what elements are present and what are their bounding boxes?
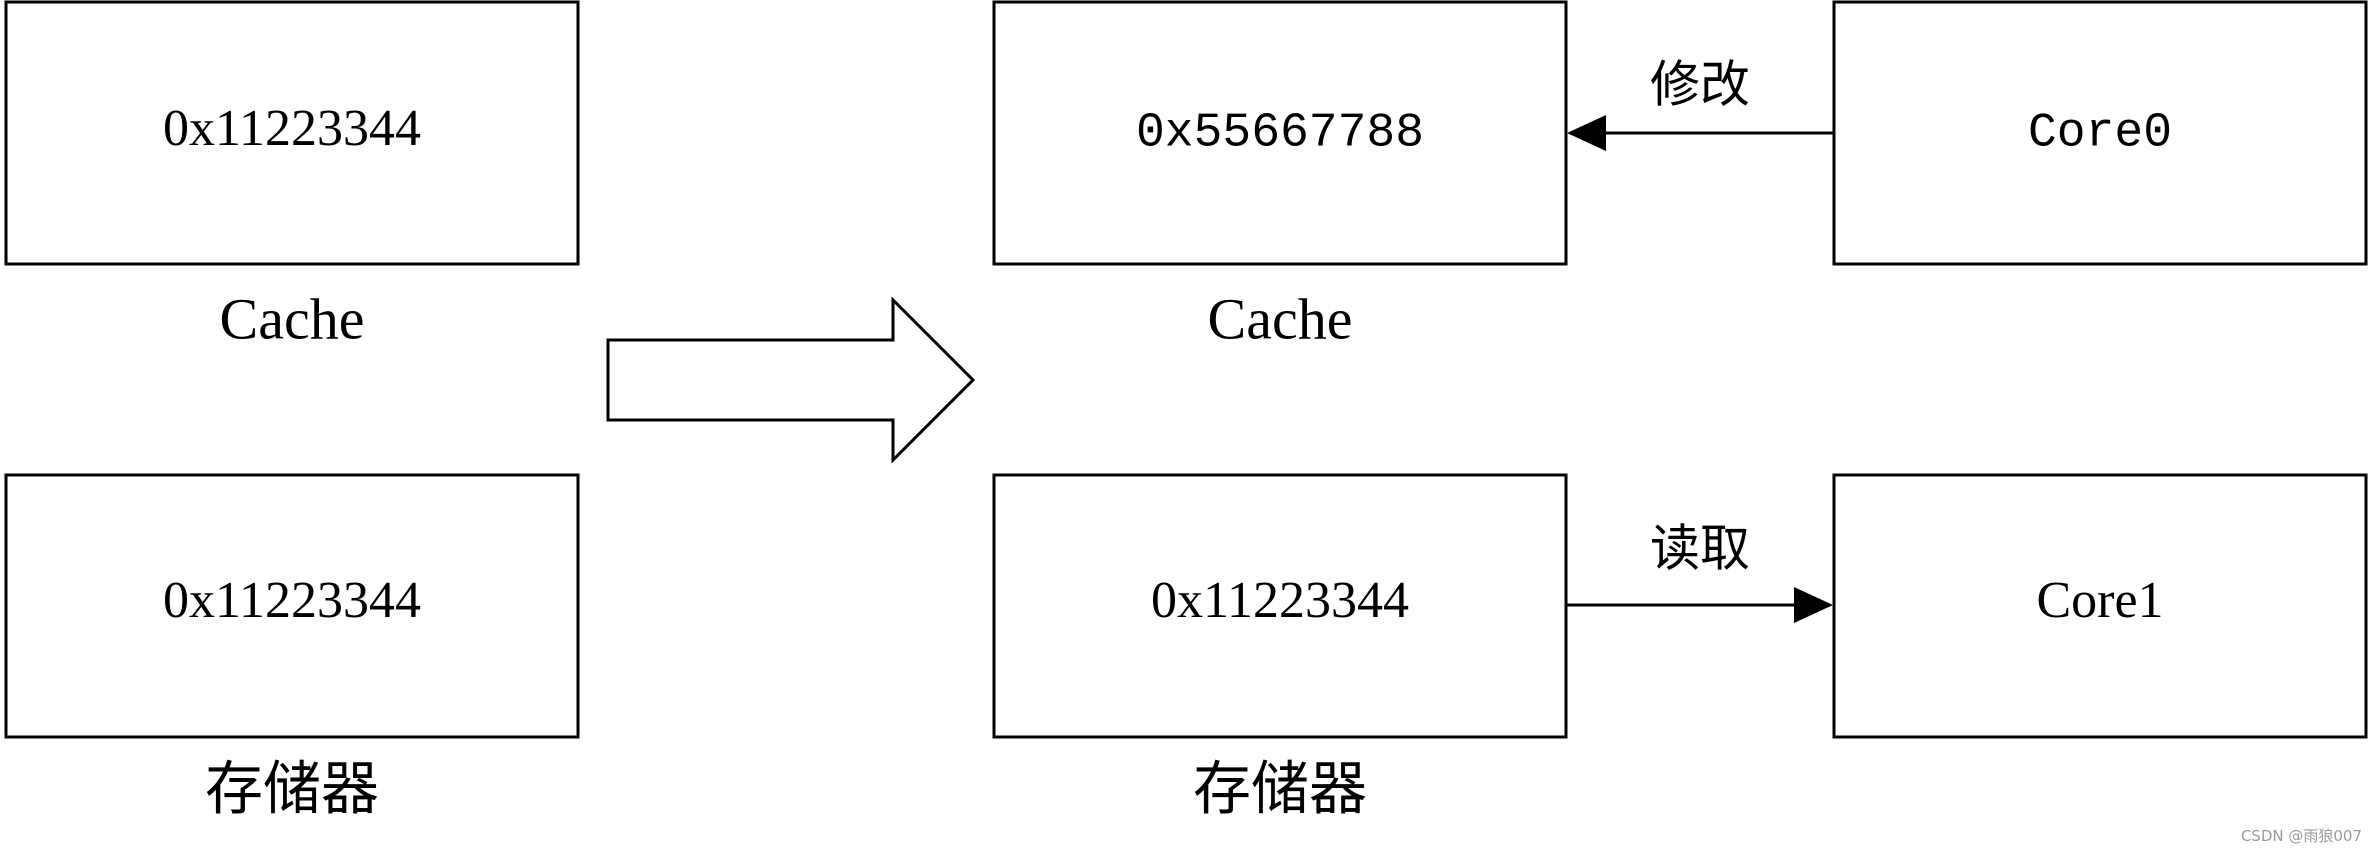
core1-box: [1832, 473, 2368, 739]
right-cache-node: 0x55667788: [992, 0, 1568, 266]
modify-arrowhead-icon: [1567, 115, 1606, 151]
read-arrowhead-icon: [1794, 587, 1833, 623]
core1-node: Core1: [1832, 473, 2368, 739]
read-label: 读取: [1650, 520, 1750, 578]
modify-edge: 修改: [1567, 56, 1834, 151]
transition-arrow-icon: [606, 296, 976, 464]
right-cache-caption: Cache: [1208, 286, 1353, 351]
left-cache-caption: Cache: [220, 286, 365, 351]
read-edge: 读取: [1566, 520, 1833, 623]
core0-node: Core0: [1832, 0, 2368, 266]
modify-label: 修改: [1650, 56, 1750, 114]
right-memory-node: 0x11223344: [992, 473, 1568, 739]
watermark-text: CSDN @雨狼007: [2241, 827, 2362, 845]
left-cache-node: 0x11223344: [4, 0, 580, 266]
right-memory-caption: 存储器: [1193, 756, 1367, 821]
right-cache-value: 0x55667788: [1136, 107, 1424, 161]
left-memory-node: 0x11223344: [4, 473, 580, 739]
left-memory-caption: 存储器: [205, 756, 379, 821]
left-cache-value: 0x11223344: [163, 100, 421, 157]
core0-label: Core0: [2028, 107, 2172, 161]
left-memory-value: 0x11223344: [163, 572, 421, 629]
right-cache-box: [992, 0, 1568, 266]
right-memory-value: 0x11223344: [1151, 572, 1409, 629]
left-cache-box: [4, 0, 580, 266]
left-memory-box: [4, 473, 580, 739]
core1-label: Core1: [2036, 572, 2163, 629]
